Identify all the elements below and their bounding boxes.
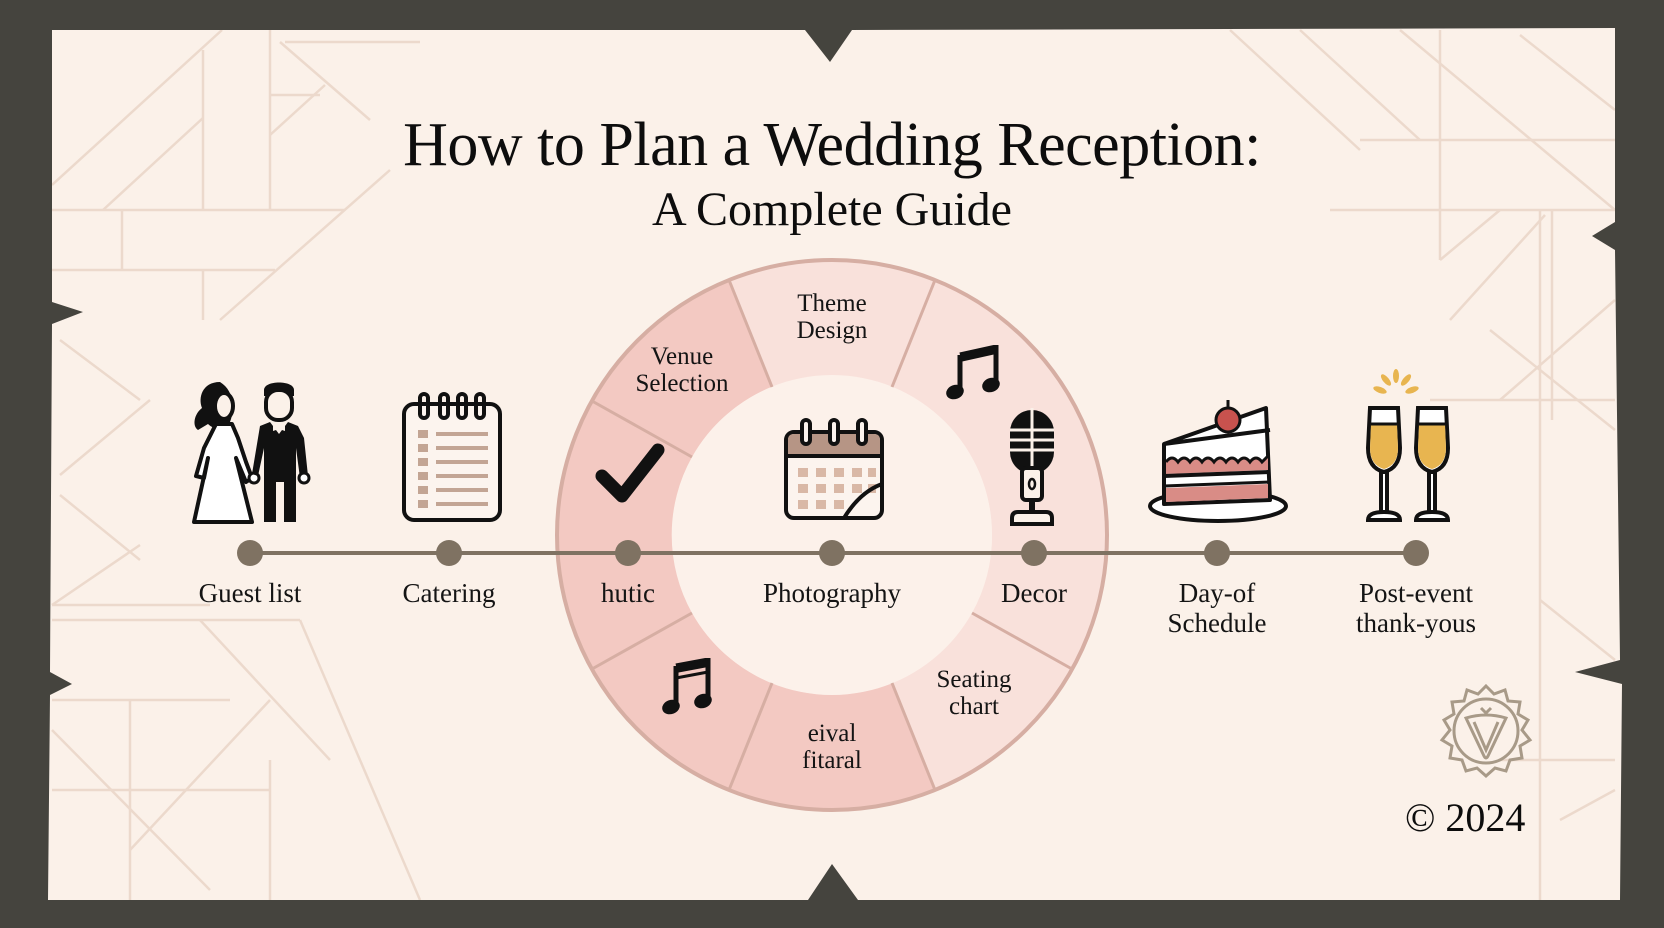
monogram-seal-icon	[1439, 683, 1533, 779]
segment-label-line: eival	[807, 720, 857, 747]
segment-label-line: fitaral	[802, 747, 862, 774]
step-label-catering: Catering	[402, 578, 496, 608]
segment-label-line: Theme	[797, 290, 867, 317]
calendar-icon	[784, 418, 884, 520]
music-note-icon	[662, 658, 712, 715]
geometric-pattern	[51, 29, 1616, 900]
step-label-line: thank-yous	[1356, 608, 1476, 638]
segment-label-line: chart	[949, 693, 999, 720]
ring-segment-venue	[592, 280, 772, 457]
timeline-dot	[237, 540, 263, 566]
checkmark-icon	[595, 443, 665, 503]
step-label-line: Day-of	[1178, 578, 1256, 608]
bride-groom-icon	[192, 382, 311, 524]
segment-label-line: Seating	[936, 666, 1012, 693]
step-label-photography: Photography	[763, 578, 901, 608]
segment-label-bottom: eival fitaral	[752, 720, 912, 774]
timeline-dot	[819, 540, 845, 566]
ring-segment-seating	[892, 613, 1072, 790]
ring-segment-music-top	[892, 280, 1107, 535]
segment-label-seating: Seating chart	[894, 666, 1054, 720]
step-label-decor: Decor	[1001, 578, 1067, 608]
ring-segment-left	[557, 401, 692, 669]
copyright-text: © 2024	[1405, 795, 1526, 840]
segment-label-line: Venue	[650, 343, 714, 370]
timeline-dot	[1021, 540, 1047, 566]
segment-label-line: Design	[796, 317, 868, 344]
segment-label-line: Selection	[635, 370, 729, 397]
timeline-dot	[436, 540, 462, 566]
microphone-icon	[1010, 408, 1054, 526]
ring-segment-music-bottom	[592, 613, 772, 790]
step-label-line: Schedule	[1167, 608, 1267, 638]
cake-slice-icon	[1148, 400, 1288, 523]
music-note-icon	[946, 345, 1000, 400]
segment-label-venue: Venue Selection	[602, 343, 762, 397]
segment-label-theme: Theme Design	[752, 290, 912, 344]
ring-segment-bottom	[729, 683, 935, 811]
step-label-music: hutic	[601, 578, 655, 608]
step-label-day-of-schedule: Day-of Schedule	[1117, 578, 1317, 638]
page-subtitle: A Complete Guide	[652, 183, 1012, 236]
timeline-dot	[615, 540, 641, 566]
step-label-post-event: Post-event thank-yous	[1316, 578, 1516, 638]
ring-segment-decor	[972, 535, 1107, 669]
page-title: How to Plan a Wedding Reception:	[403, 111, 1261, 179]
timeline-dot	[1204, 540, 1230, 566]
champagne-glasses-icon	[1365, 369, 1451, 522]
ring-segment-theme	[729, 259, 935, 387]
step-label-line: Post-event	[1359, 578, 1473, 608]
timeline-dot	[1403, 540, 1429, 566]
step-label-guest-list: Guest list	[198, 578, 302, 608]
notepad-checklist-icon	[402, 392, 502, 522]
